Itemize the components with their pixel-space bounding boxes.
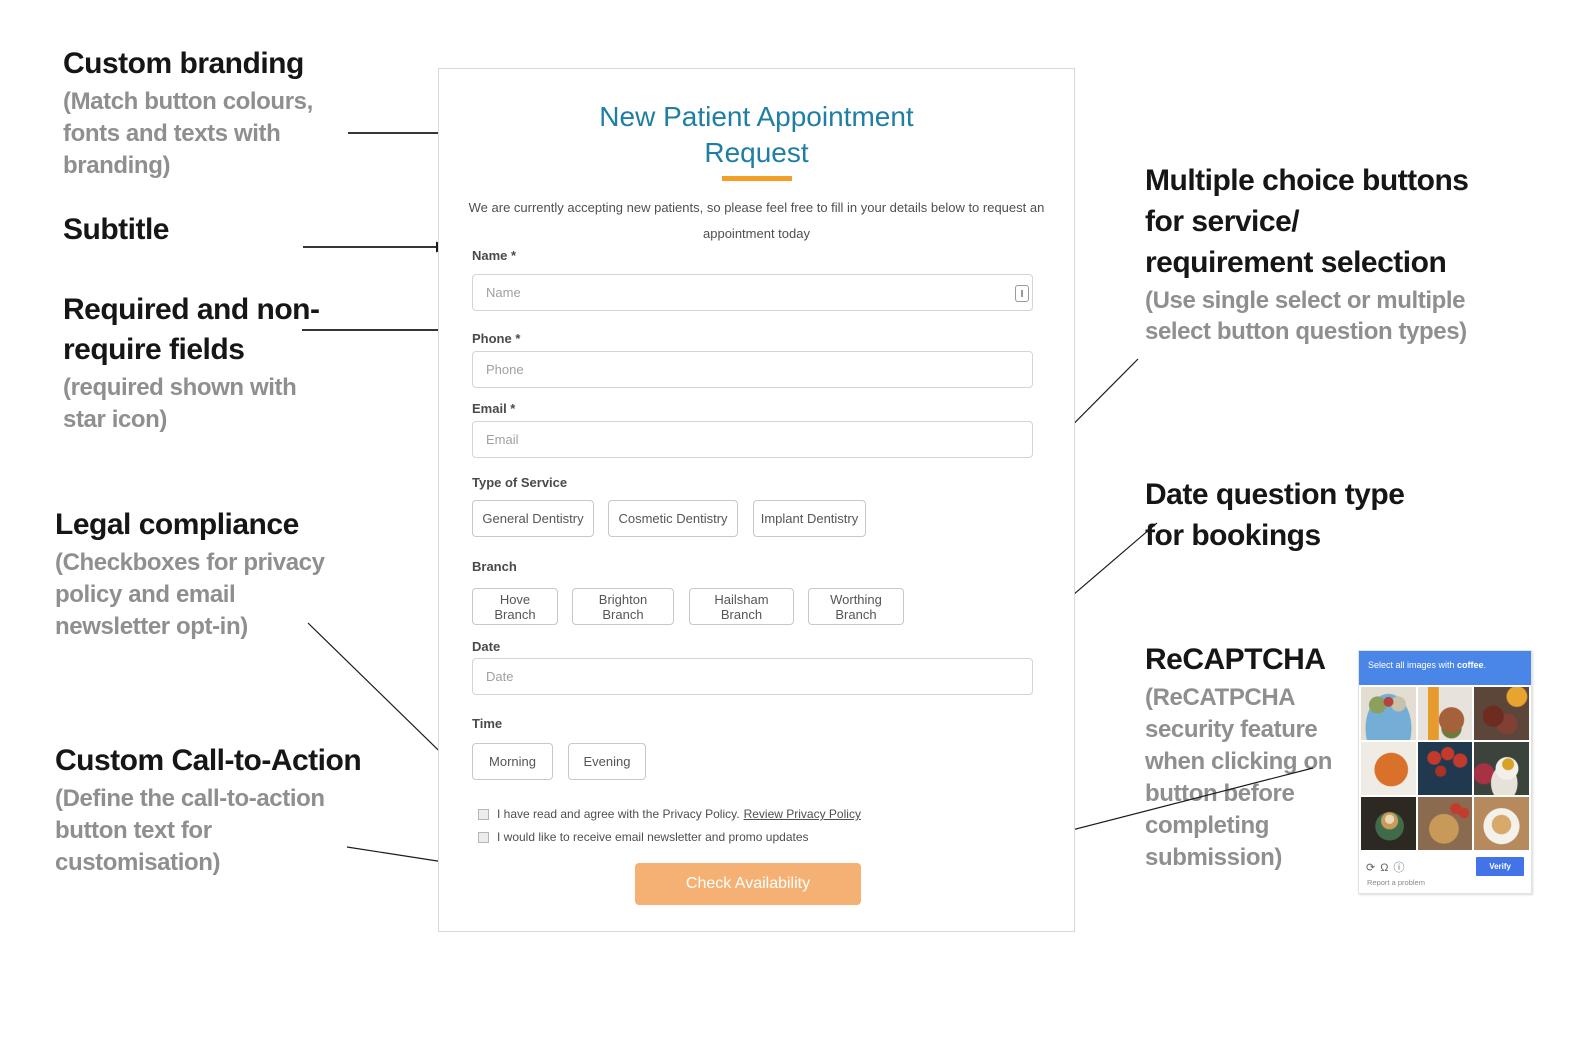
info-icon[interactable]: ⓘ xyxy=(1393,861,1410,874)
recaptcha-toolbar: ⟳Ωⓘ Verify xyxy=(1359,852,1531,878)
captcha-tile-pie-on-board[interactable] xyxy=(1417,797,1473,850)
annotation-note: (ReCATPCHA security feature when clickin… xyxy=(1145,684,1332,871)
phone-input[interactable] xyxy=(472,351,1033,388)
annotation-title: ReCAPTCHA xyxy=(1145,643,1326,676)
autofill-icon[interactable] xyxy=(1015,285,1029,302)
recaptcha-keyword: coffee xyxy=(1457,660,1484,670)
recaptcha-instruction: Select all images with coffee. xyxy=(1359,651,1531,685)
report-a-problem-link[interactable]: Report a problem xyxy=(1367,878,1425,887)
annotation-legal-compliance: Legal compliance (Checkboxes for privacy… xyxy=(55,505,325,643)
annotation-note: (Checkboxes for privacy policy and email… xyxy=(55,549,325,640)
newsletter-checkbox-text: I would like to receive email newsletter… xyxy=(497,830,809,844)
branch-option-hove[interactable]: Hove Branch xyxy=(472,588,558,625)
captcha-tile-red-cake-pops[interactable] xyxy=(1417,742,1473,795)
phone-label: Phone * xyxy=(472,331,521,346)
captcha-tile-grilled-meat-platter[interactable] xyxy=(1474,687,1529,740)
time-option-morning[interactable]: Morning xyxy=(472,743,553,780)
name-label: Name * xyxy=(472,248,517,263)
captcha-tile-latte-green-cup[interactable] xyxy=(1361,797,1416,850)
reload-icon[interactable]: ⟳ xyxy=(1366,861,1381,874)
captcha-tile-cappuccino-top-view[interactable] xyxy=(1474,797,1529,850)
service-option-cosmetic[interactable]: Cosmetic Dentistry xyxy=(608,500,738,537)
review-privacy-policy-link[interactable]: Review Privacy Policy xyxy=(743,807,861,821)
annotation-note: (required shown with star icon) xyxy=(63,374,297,433)
captcha-tile-tomato-soup[interactable] xyxy=(1361,742,1416,795)
captcha-tile-espresso-cup[interactable] xyxy=(1474,742,1529,795)
captcha-tile-salad-bowl[interactable] xyxy=(1361,687,1416,740)
verify-button[interactable]: Verify xyxy=(1476,857,1524,876)
branch-label: Branch xyxy=(472,559,517,574)
email-input[interactable] xyxy=(472,421,1033,458)
time-label: Time xyxy=(472,716,503,731)
email-label: Email * xyxy=(472,401,516,416)
annotation-multiple-choice: Multiple choice buttons for service/ req… xyxy=(1145,160,1469,347)
annotation-custom-branding: Custom branding (Match button colours, f… xyxy=(63,44,313,182)
check-availability-button[interactable]: Check Availability xyxy=(635,863,861,905)
annotation-subtitle: Subtitle xyxy=(63,210,170,250)
branch-option-worthing[interactable]: Worthing Branch xyxy=(808,588,904,625)
annotation-custom-cta: Custom Call-to-Action (Define the call-t… xyxy=(55,741,362,879)
branch-option-brighton[interactable]: Brighton Branch xyxy=(572,588,674,625)
time-option-evening[interactable]: Evening xyxy=(568,743,646,780)
date-input[interactable] xyxy=(472,658,1033,695)
annotation-date-question: Date question type for bookings xyxy=(1145,474,1405,556)
privacy-checkbox-row: I have read and agree with the Privacy P… xyxy=(478,807,861,821)
privacy-checkbox-text: I have read and agree with the Privacy P… xyxy=(497,807,740,821)
form-title: New Patient Appointment Request xyxy=(599,101,914,168)
name-input[interactable] xyxy=(472,274,1033,311)
annotation-title: Custom branding xyxy=(63,47,304,80)
service-option-implant[interactable]: Implant Dentistry xyxy=(753,500,866,537)
newsletter-checkbox-row: I would like to receive email newsletter… xyxy=(478,830,809,844)
recaptcha-instruction-suffix: . xyxy=(1483,660,1487,670)
annotation-title: Subtitle xyxy=(63,213,170,246)
recaptcha-instruction-prefix: Select all images with xyxy=(1368,660,1458,670)
captcha-tile-burger-and-fries[interactable] xyxy=(1417,687,1473,740)
form-subtitle: We are currently accepting new patients,… xyxy=(468,200,1045,241)
headphones-icon[interactable]: Ω xyxy=(1380,861,1394,874)
recaptcha-image-grid xyxy=(1359,685,1531,852)
annotation-title: Multiple choice buttons for service/ req… xyxy=(1145,164,1469,279)
annotation-required-fields: Required and non- require fields (requir… xyxy=(63,290,320,436)
appointment-form-card: New Patient Appointment Request We are c… xyxy=(438,68,1075,932)
annotation-title: Required and non- require fields xyxy=(63,293,320,366)
annotation-title: Date question type for bookings xyxy=(1145,478,1405,552)
service-label: Type of Service xyxy=(472,475,568,490)
annotation-note: (Use single select or multiple select bu… xyxy=(1145,287,1467,345)
service-option-general[interactable]: General Dentistry xyxy=(472,500,594,537)
privacy-checkbox[interactable] xyxy=(478,808,489,820)
annotation-title: Legal compliance xyxy=(55,508,299,541)
date-label: Date xyxy=(472,639,501,654)
recaptcha-widget: Select all images with coffee. ⟳Ωⓘ Verif… xyxy=(1358,650,1532,894)
newsletter-checkbox[interactable] xyxy=(478,831,489,843)
branch-option-hailsham[interactable]: Hailsham Branch xyxy=(689,588,794,625)
annotation-note: (Match button colours, fonts and texts w… xyxy=(63,88,313,179)
annotation-note: (Define the call-to-action button text f… xyxy=(55,785,325,876)
annotation-recaptcha: ReCAPTCHA (ReCATPCHA security feature wh… xyxy=(1145,640,1350,874)
title-accent-rule xyxy=(721,176,792,181)
annotation-title: Custom Call-to-Action xyxy=(55,744,362,777)
